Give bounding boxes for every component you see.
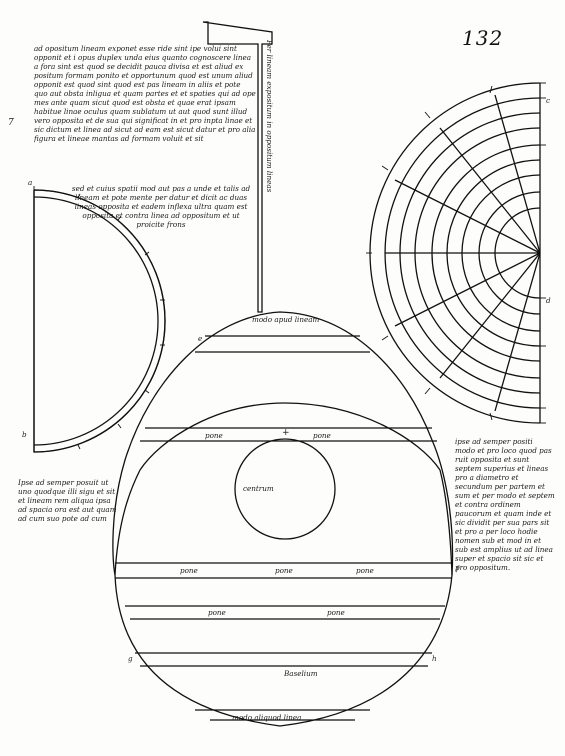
label-cross-mark: + [282, 429, 290, 438]
ovoid-outline [112, 311, 454, 727]
label-pone-1: pone [205, 431, 223, 440]
margin-mark: 7 [8, 118, 14, 128]
side-letter: b [22, 430, 27, 439]
side-letter: h [432, 654, 437, 663]
label-top-arc: modo apud lineam [252, 315, 320, 324]
side-letter: f [456, 564, 459, 573]
side-letter: a [28, 178, 33, 187]
vertical-note: Per lineam expositum in oppositum lineas [265, 40, 274, 193]
side-letter: g [128, 654, 133, 663]
label-pone-1b: pone [313, 431, 331, 440]
right-concentric-semicircles [369, 82, 541, 424]
inner-arc-left [114, 469, 141, 576]
small-circle [234, 438, 336, 540]
text-block-top: ad opositum lineam exponet esse ride sin… [34, 44, 256, 143]
tick-marks [33, 82, 546, 450]
label-pone-3: pone [208, 608, 226, 617]
side-letter: e [198, 334, 203, 343]
horizontal-bands [115, 335, 452, 721]
label-pone-2b: pone [275, 566, 293, 575]
folio-number: 132 [462, 26, 504, 50]
label-lower-1: Baselium [284, 669, 318, 678]
left-semicircle-inner-arc [33, 196, 159, 446]
text-block-left: Ipse ad semper posuit ut uno quodque ill… [18, 478, 117, 523]
label-pone-3b: pone [327, 608, 345, 617]
inner-arc [139, 402, 441, 471]
side-letter: c [546, 96, 551, 105]
label-pone-2: pone [180, 566, 198, 575]
label-center: centrum [243, 484, 274, 493]
inner-arc-right [439, 469, 453, 576]
text-block-continuation: sed et cuius spatii mod aut pas a unde e… [71, 184, 251, 229]
label-pone-2c: pone [356, 566, 374, 575]
side-letter: d [546, 296, 551, 305]
left-semicircle-arc [33, 189, 166, 453]
text-block-right: ipse ad semper positi modo et pro loco q… [455, 437, 555, 572]
label-bottom: modo aliquod linea [232, 713, 302, 722]
spine-tab-outline [202, 21, 273, 313]
